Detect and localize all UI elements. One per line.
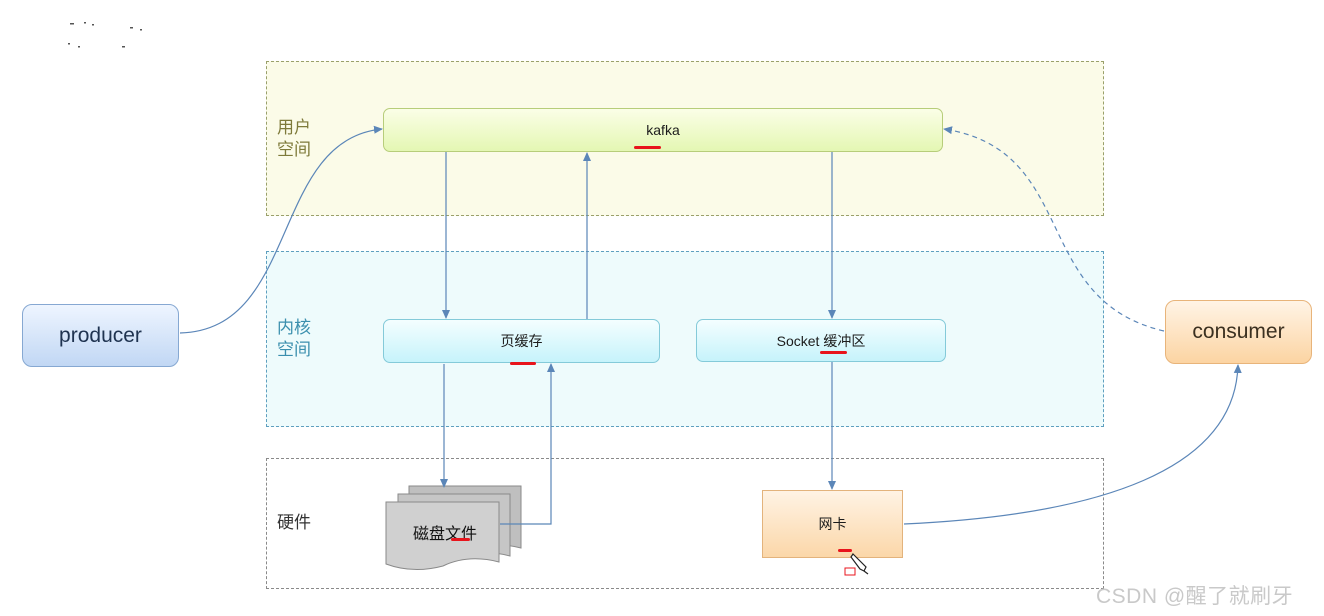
nic-highlight-mark — [838, 549, 852, 552]
disk-file-icon — [385, 485, 522, 570]
disk-file-highlight-mark — [451, 538, 470, 541]
page-cache-node: 页缓存 — [383, 319, 660, 363]
kafka-node: kafka — [383, 108, 943, 152]
arrow-disk-to-pagecache — [500, 363, 555, 525]
arrow-nic-to-consumer — [903, 364, 1242, 525]
kafka-highlight-mark — [634, 146, 661, 149]
user-space-label: 用户 空间 — [277, 118, 311, 159]
nic-node: 网卡 — [762, 490, 903, 558]
arrow-consumer-to-kafka — [943, 126, 1165, 332]
hardware-label: 硬件 — [277, 513, 311, 532]
page-cache-highlight-mark — [510, 362, 536, 365]
kafka-label: kafka — [646, 122, 680, 138]
socket-buffer-node: Socket 缓冲区 — [696, 319, 946, 362]
page-cache-label: 页缓存 — [500, 333, 543, 349]
producer-label: producer — [59, 323, 142, 347]
consumer-label: consumer — [1192, 320, 1285, 343]
arrow-producer-to-kafka — [179, 125, 383, 334]
kernel-space-label: 内核 空间 — [277, 318, 311, 359]
producer-node: producer — [22, 304, 179, 367]
nic-label: 网卡 — [818, 516, 847, 532]
consumer-node: consumer — [1165, 300, 1312, 364]
socket-buffer-highlight-mark — [820, 351, 847, 354]
socket-buffer-label: Socket 缓冲区 — [776, 332, 866, 349]
watermark: CSDN @醒了就刷牙 — [1096, 585, 1294, 608]
